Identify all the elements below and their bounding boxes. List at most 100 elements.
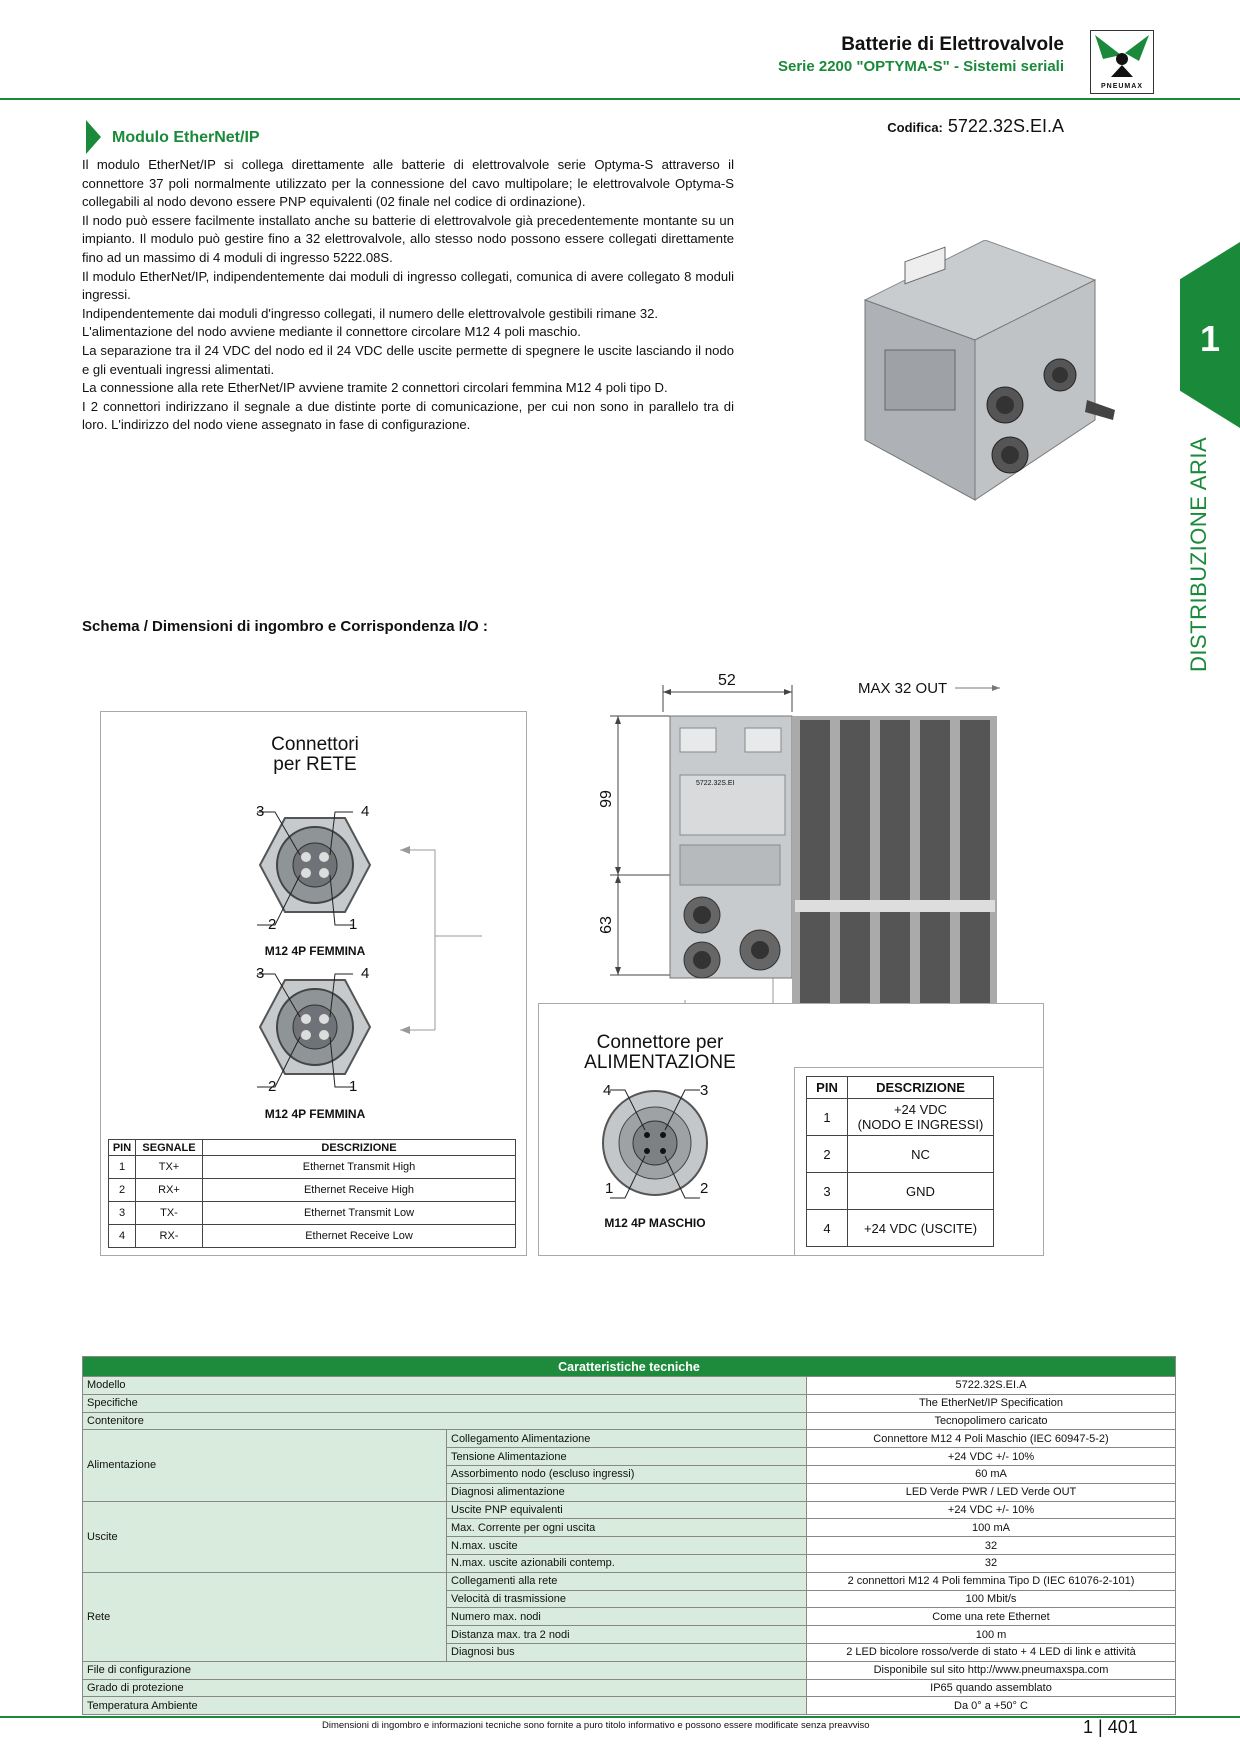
product-code-label: Codifica: bbox=[887, 120, 943, 135]
alim-title-line: ALIMENTAZIONE bbox=[584, 1052, 736, 1073]
page-number: 1 | 401 bbox=[1083, 1717, 1138, 1737]
paragraph: La separazione tra il 24 VDC del nodo ed… bbox=[82, 342, 734, 377]
connector-label: M12 4P FEMMINA bbox=[264, 944, 366, 958]
logo-text: PNEUMAX bbox=[1100, 83, 1143, 90]
footer-note: Dimensioni di ingombro e informazioni te… bbox=[322, 1720, 870, 1731]
page-header-subtitle: Serie 2200 "OPTYMA-S" - Sistemi seriali bbox=[777, 58, 1064, 75]
row-label: Diagnosi alimentazione bbox=[446, 1482, 807, 1502]
row-label: Distanza max. tra 2 nodi bbox=[446, 1625, 807, 1644]
rete-title-line: Connettori bbox=[271, 734, 359, 755]
pin-label: 4 bbox=[603, 1082, 612, 1099]
row-label: N.max. uscite azionabili contemp. bbox=[446, 1553, 807, 1573]
row-label: Modello bbox=[82, 1376, 807, 1395]
row-value: +24 VDC +/- 10% bbox=[806, 1500, 1176, 1520]
paragraph: Il nodo può essere facilmente installato… bbox=[82, 212, 734, 265]
cell: 4 bbox=[806, 1209, 848, 1247]
cell: TX+ bbox=[135, 1155, 203, 1179]
paragraph: L'alimentazione del nodo avviene mediant… bbox=[82, 324, 581, 340]
row-value: 5722.32S.EI.A bbox=[806, 1376, 1176, 1395]
connector-label: M12 4P MASCHIO bbox=[604, 1216, 706, 1230]
cell: 1 bbox=[806, 1098, 848, 1136]
header-divider bbox=[0, 98, 1240, 100]
row-label: Specifiche bbox=[82, 1393, 807, 1413]
col-header: PIN bbox=[806, 1076, 848, 1099]
row-value: 32 bbox=[806, 1553, 1176, 1573]
row-label: Temperatura Ambiente bbox=[82, 1696, 807, 1716]
pin-label: 3 bbox=[256, 803, 265, 820]
product-label: 5722.32S.EI bbox=[696, 780, 735, 787]
paragraph: I 2 connettori indirizzano il segnale a … bbox=[82, 398, 734, 433]
paragraph: Il modulo EtherNet/IP, indipendentemente… bbox=[82, 268, 734, 303]
pin-label: 2 bbox=[268, 916, 277, 933]
cell: 3 bbox=[806, 1172, 848, 1210]
col-header: DESCRIZIONE bbox=[847, 1076, 994, 1099]
alim-title-line: Connettore per bbox=[596, 1032, 724, 1053]
pin-label: 4 bbox=[361, 803, 370, 820]
product-code-value: 5722.32S.EI.A bbox=[947, 116, 1064, 136]
row-label: Max. Corrente per ogni uscita bbox=[446, 1518, 807, 1538]
table-row: 1 TX+ Ethernet Transmit High bbox=[108, 1155, 516, 1179]
page-header-title: Batterie di Elettrovalvole bbox=[841, 34, 1064, 55]
cell: Ethernet Transmit High bbox=[202, 1155, 516, 1179]
row-value: 32 bbox=[806, 1536, 1176, 1555]
row-label: Collegamenti alla rete bbox=[446, 1571, 807, 1591]
pneumax-logo: PNEUMAX bbox=[1090, 30, 1154, 94]
table-title: Caratteristiche tecniche bbox=[82, 1356, 1176, 1377]
product-code: Codifica: 5722.32S.EI.A bbox=[887, 116, 1064, 137]
cell-line: (NODO E INGRESSI) bbox=[857, 1117, 984, 1132]
schema-title: Schema / Dimensioni di ingombro e Corris… bbox=[82, 618, 488, 635]
row-value: +24 VDC +/- 10% bbox=[806, 1447, 1176, 1466]
row-group: Rete bbox=[82, 1571, 447, 1662]
cell: +24 VDC(NODO E INGRESSI) bbox=[847, 1098, 994, 1136]
row-label: Assorbimento nodo (escluso ingressi) bbox=[446, 1464, 807, 1484]
cell: TX- bbox=[135, 1201, 203, 1225]
pin-label: 2 bbox=[700, 1180, 709, 1197]
network-pin-table: PIN SEGNALE DESCRIZIONE 1 TX+ Ethernet T… bbox=[108, 1139, 516, 1248]
row-value: LED Verde PWR / LED Verde OUT bbox=[806, 1482, 1176, 1502]
cell: RX+ bbox=[135, 1178, 203, 1202]
row-label: Collegamento Alimentazione bbox=[446, 1429, 807, 1449]
row-value: Da 0° a +50° C bbox=[806, 1696, 1176, 1716]
pin-label: 1 bbox=[349, 916, 358, 933]
pin-label: 1 bbox=[605, 1180, 614, 1197]
row-value: 2 connettori M12 4 Poli femmina Tipo D (… bbox=[806, 1571, 1176, 1591]
col-header: SEGNALE bbox=[135, 1139, 203, 1156]
dimension-upper-height: 99 bbox=[597, 790, 615, 808]
pin-label: 1 bbox=[349, 1078, 358, 1095]
row-label: Grado di protezione bbox=[82, 1678, 807, 1698]
m12-female-connector-2 bbox=[257, 973, 372, 1088]
chapter-number: 1 bbox=[1199, 318, 1221, 359]
table-row: 3 GND bbox=[806, 1172, 994, 1210]
table-row: Tensione Alimentazione+24 VDC +/- 10% bbox=[83, 1447, 1176, 1466]
row-value: Connettore M12 4 Poli Maschio (IEC 60947… bbox=[806, 1429, 1176, 1449]
cell: NC bbox=[847, 1135, 994, 1173]
row-group: Alimentazione bbox=[82, 1429, 447, 1502]
pin-label: 4 bbox=[361, 965, 370, 982]
cell: Ethernet Receive Low bbox=[202, 1224, 516, 1248]
rete-title-line: per RETE bbox=[273, 754, 357, 775]
table-row: 3 TX- Ethernet Transmit Low bbox=[108, 1201, 516, 1225]
row-label: Numero max. nodi bbox=[446, 1607, 807, 1627]
table-row: 4 +24 VDC (USCITE) bbox=[806, 1209, 994, 1247]
row-label: Tensione Alimentazione bbox=[446, 1447, 807, 1466]
table-row: 4 RX- Ethernet Receive Low bbox=[108, 1224, 516, 1248]
table-row: 1 +24 VDC(NODO E INGRESSI) bbox=[806, 1098, 994, 1136]
cell: 2 bbox=[108, 1178, 136, 1202]
cell: Ethernet Receive High bbox=[202, 1178, 516, 1202]
row-value: IP65 quando assemblato bbox=[806, 1678, 1176, 1698]
section-arrow-icon bbox=[86, 120, 101, 154]
paragraph: Il modulo EtherNet/IP si collega diretta… bbox=[82, 157, 734, 210]
logo-mark-icon bbox=[1095, 35, 1149, 77]
m12-male-connector bbox=[602, 1089, 708, 1199]
cell: +24 VDC (USCITE) bbox=[847, 1209, 994, 1247]
